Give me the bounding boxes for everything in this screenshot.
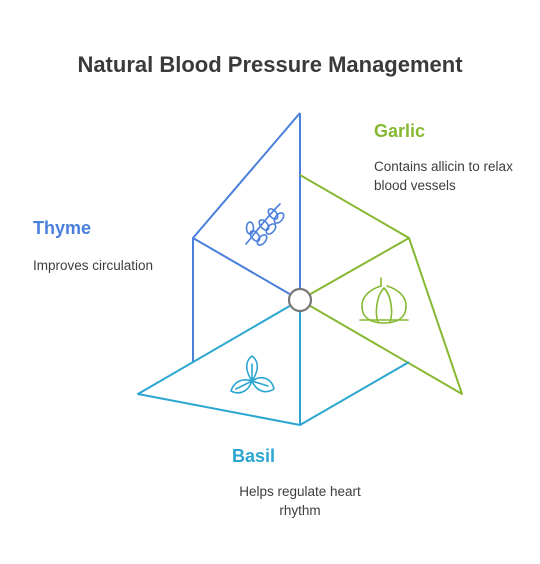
garlic-icon (359, 277, 409, 324)
page-title: Natural Blood Pressure Management (77, 52, 463, 77)
garlic-description: Contains allicin to relax blood vessels (374, 159, 513, 193)
center-hub (287, 287, 313, 313)
thyme-sprig-icon (245, 203, 285, 246)
basil-heading: Basil (232, 446, 276, 466)
thyme-heading: Thyme (33, 218, 92, 238)
garlic-heading: Garlic (374, 121, 426, 141)
basil-panel[interactable] (137, 299, 410, 426)
thyme-description: Improves circulation (33, 258, 154, 273)
garlic-panel[interactable] (299, 174, 463, 395)
basil-leaves-icon (230, 355, 275, 394)
basil-description: Helps regulate heart rhythm (239, 484, 361, 518)
thyme-panel[interactable] (192, 112, 301, 362)
